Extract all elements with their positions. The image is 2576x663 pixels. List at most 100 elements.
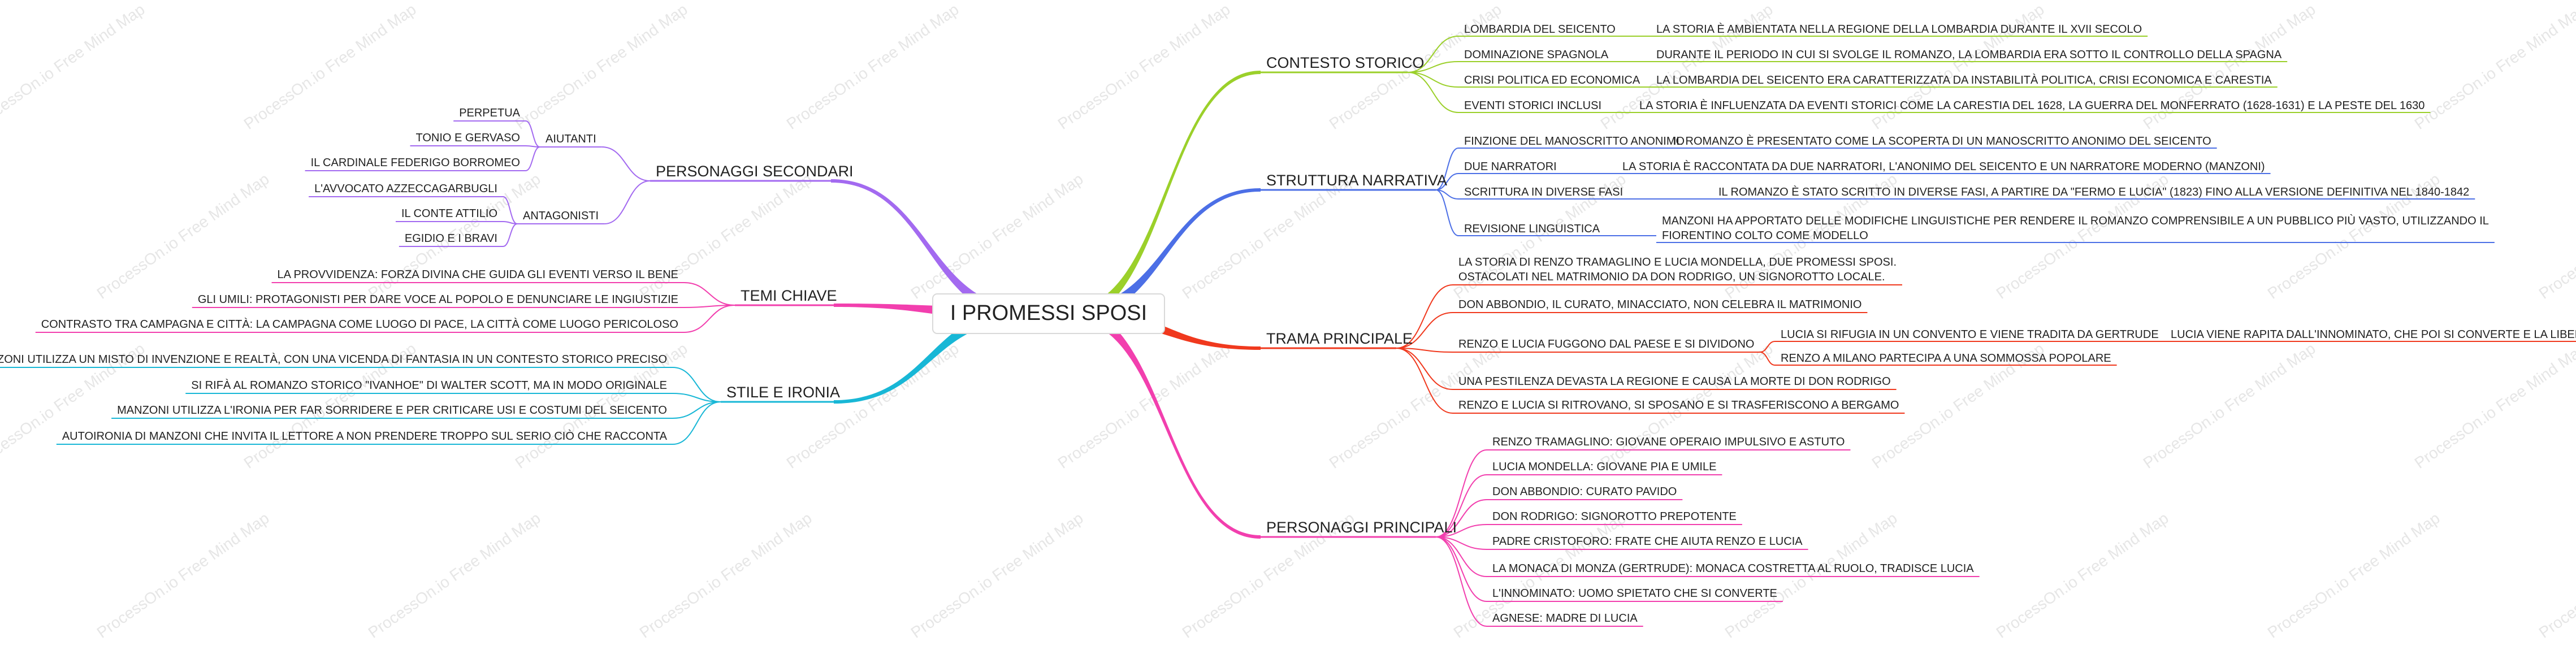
secondari-item-connector: [525, 146, 540, 171]
branch-contesto-label[interactable]: CONTESTO STORICO: [1266, 54, 1425, 71]
principali-connector: [1435, 536, 1487, 577]
principali-item[interactable]: LUCIA MONDELLA: GIOVANE PIA E UMILE: [1492, 461, 1716, 473]
stile-item[interactable]: SI RIFÀ AL ROMANZO STORICO "IVANHOE" DI …: [191, 379, 667, 392]
principali-item[interactable]: DON ABBONDIO: CURATO PAVIDO: [1492, 486, 1677, 498]
struttura-item-label[interactable]: SCRITTURA IN DIVERSE FASI: [1464, 186, 1623, 198]
contesto-item-detail[interactable]: LA STORIA È AMBIENTATA NELLA REGIONE DEL…: [1656, 23, 2142, 36]
contesto-item-detail[interactable]: DURANTE IL PERIODO IN CUI SI SVOLGE IL R…: [1656, 49, 2282, 61]
trama-item-text[interactable]: OSTACOLATI NEL MATRIMONIO DA DON RODRIGO…: [1458, 271, 1885, 283]
stile-item[interactable]: MANZONI UTILIZZA UN MISTO DI INVENZIONE …: [0, 353, 667, 366]
watermark-text: ProcessOn.io Free Mind Map: [1055, 340, 1233, 472]
stile-connector: [672, 401, 721, 419]
branch-principali-label[interactable]: PERSONAGGI PRINCIPALI: [1266, 519, 1457, 536]
principali-item[interactable]: PADRE CRISTOFORO: FRATE CHE AIUTA RENZO …: [1492, 535, 1803, 548]
contesto-item-detail[interactable]: LA LOMBARDIA DEL SEICENTO ERA CARATTERIZ…: [1656, 73, 2272, 86]
struttura-item-detail[interactable]: IL ROMANZO È PRESENTATO COME LA SCOPERTA…: [1673, 135, 2211, 148]
watermark-text: ProcessOn.io Free Mind Map: [783, 340, 962, 472]
principali-item[interactable]: AGNESE: MADRE DI LUCIA: [1492, 612, 1638, 625]
watermark-text: ProcessOn.io Free Mind Map: [94, 170, 272, 302]
branch-principali: [1071, 307, 1261, 539]
watermark-text: ProcessOn.io Free Mind Map: [908, 509, 1086, 642]
trama-item-text[interactable]: UNA PESTILENZA DEVASTA LA REGIONE E CAUS…: [1458, 375, 1891, 388]
root-node[interactable]: [932, 293, 1165, 334]
secondari-item-connector: [503, 196, 518, 224]
trama-connector: [1396, 348, 1453, 414]
contesto-connector: [1407, 36, 1459, 73]
contesto-item-label[interactable]: CRISI POLITICA ED ECONOMICA: [1464, 74, 1640, 86]
trama-item-text[interactable]: RENZO E LUCIA FUGGONO DAL PAESE E SI DIV…: [1458, 338, 1754, 350]
watermark-text: ProcessOn.io Free Mind Map: [2412, 340, 2576, 472]
branch-stile-label[interactable]: STILE E IRONIA: [726, 384, 840, 401]
temi-item[interactable]: CONTRASTO TRA CAMPAGNA E CITTÀ: LA CAMPA…: [41, 318, 678, 331]
struttura-item-label[interactable]: FINZIONE DEL MANOSCRITTO ANONIMO: [1464, 135, 1685, 148]
secondari-item[interactable]: IL CARDINALE FEDERIGO BORROMEO: [311, 157, 520, 169]
contesto-item-label[interactable]: DOMINAZIONE SPAGNOLA: [1464, 49, 1609, 61]
principali-item[interactable]: RENZO TRAMAGLINO: GIOVANE OPERAIO IMPULS…: [1492, 436, 1845, 448]
struttura-item-detail[interactable]: IL ROMANZO È STATO SCRITTO IN DIVERSE FA…: [1718, 185, 2469, 198]
struttura-item-detail[interactable]: MANZONI HA APPORTATO DELLE MODIFICHE LIN…: [1662, 214, 2489, 227]
trama-item-text[interactable]: LA STORIA DI RENZO TRAMAGLINO E LUCIA MO…: [1458, 256, 1897, 268]
trama-connector: [1396, 348, 1453, 390]
trama-sub-connector: [1760, 352, 1776, 366]
struttura-item-label[interactable]: DUE NARRATORI: [1464, 161, 1557, 173]
struttura-connector: [1435, 148, 1459, 190]
branch-struttura: [1071, 188, 1261, 320]
principali-connector: [1435, 536, 1487, 550]
contesto-connector: [1407, 61, 1459, 73]
watermark-text: ProcessOn.io Free Mind Map: [1722, 509, 1900, 642]
principali-item[interactable]: LA MONACA DI MONZA (GERTRUDE): MONACA CO…: [1492, 562, 1974, 575]
watermark-text: ProcessOn.io Free Mind Map: [2412, 1, 2576, 133]
contesto-item-detail[interactable]: LA STORIA È INFLUENZATA DA EVENTI STORIC…: [1639, 99, 2425, 112]
struttura-item-detail[interactable]: FIORENTINO COLTO COME MODELLO: [1662, 229, 1868, 242]
branch-temi-label[interactable]: TEMI CHIAVE: [741, 287, 837, 304]
stile-connector: [672, 393, 721, 402]
contesto-item-label[interactable]: LOMBARDIA DEL SEICENTO: [1464, 23, 1616, 36]
branch-trama-label[interactable]: TRAMA PRINCIPALE: [1266, 330, 1413, 347]
stile-connector: [672, 401, 721, 445]
stile-connector: [672, 367, 721, 402]
stile-item[interactable]: AUTOIRONIA DI MANZONI CHE INVITA IL LETT…: [62, 430, 668, 443]
secondari-item[interactable]: IL CONTE ATTILIO: [401, 207, 497, 220]
watermark-text: ProcessOn.io Free Mind Map: [2140, 340, 2319, 472]
watermark-text: ProcessOn.io Free Mind Map: [512, 1, 691, 133]
secondari-item[interactable]: EGIDIO E I BRAVI: [405, 232, 497, 245]
secondari-group-label[interactable]: ANTAGONISTI: [523, 210, 599, 222]
trama-sub-label[interactable]: LUCIA SI RIFUGIA IN UN CONVENTO E VIENE …: [1781, 328, 2159, 341]
stile-item[interactable]: MANZONI UTILIZZA L'IRONIA PER FAR SORRID…: [117, 404, 667, 417]
temi-item[interactable]: GLI UMILI: PROTAGONISTI PER DARE VOCE AL…: [198, 293, 678, 306]
struttura-item-detail[interactable]: LA STORIA È RACCONTATA DA DUE NARRATORI,…: [1622, 160, 2265, 173]
temi-connector: [683, 305, 735, 333]
principali-item[interactable]: L'INNOMINATO: UOMO SPIETATO CHE SI CONVE…: [1492, 587, 1777, 600]
trama-connector: [1396, 284, 1453, 349]
trama-item-text[interactable]: DON ABBONDIO, IL CURATO, MINACCIATO, NON…: [1458, 298, 1861, 311]
secondari-item[interactable]: PERPETUA: [459, 107, 520, 119]
temi-item[interactable]: LA PROVVIDENZA: FORZA DIVINA CHE GUIDA G…: [278, 268, 678, 281]
watermark-text: ProcessOn.io Free Mind Map: [241, 1, 419, 133]
trama-connector: [1396, 312, 1453, 349]
secondari-group-label[interactable]: AIUTANTI: [545, 133, 596, 145]
contesto-connector: [1407, 72, 1459, 113]
trama-sub-label[interactable]: RENZO A MILANO PARTECIPA A UNA SOMMOSSA …: [1781, 352, 2111, 365]
branch-struttura-label[interactable]: STRUTTURA NARRATIVA: [1266, 172, 1447, 189]
watermark-text: ProcessOn.io Free Mind Map: [908, 170, 1086, 302]
secondari-item[interactable]: TONIO E GERVASO: [416, 132, 521, 144]
secondari-item-connector: [503, 223, 518, 247]
trama-connector: [1396, 348, 1453, 353]
branch-secondari-label[interactable]: PERSONAGGI SECONDARI: [656, 163, 854, 180]
contesto-item-label[interactable]: EVENTI STORICI INCLUSI: [1464, 99, 1601, 112]
struttura-connector: [1435, 189, 1459, 236]
secondari-connector: [604, 180, 651, 224]
node-layer: CONTESTO STORICO LOMBARDIA DEL SEICENTO LA…: [0, 23, 2576, 625]
trama-sub-detail[interactable]: LUCIA VIENE RAPITA DALL'INNOMINATO, CHE …: [2171, 328, 2576, 341]
temi-connector: [683, 305, 735, 308]
secondari-item[interactable]: L'AVVOCATO AZZECCAGARBUGLI: [314, 183, 497, 195]
principali-connector: [1435, 536, 1487, 627]
principali-item[interactable]: DON RODRIGO: SIGNOROTTO PREPOTENTE: [1492, 510, 1737, 523]
root-title: I PROMESSI SPOSI: [950, 301, 1147, 325]
trama-item-text[interactable]: RENZO E LUCIA SI RITROVANO, SI SPOSANO E…: [1458, 399, 1899, 411]
principali-connector: [1435, 474, 1487, 538]
principali-connector: [1435, 449, 1487, 538]
watermark-text: ProcessOn.io Free Mind Map: [637, 509, 815, 642]
struttura-item-label[interactable]: REVISIONE LINGUISTICA: [1464, 223, 1600, 235]
